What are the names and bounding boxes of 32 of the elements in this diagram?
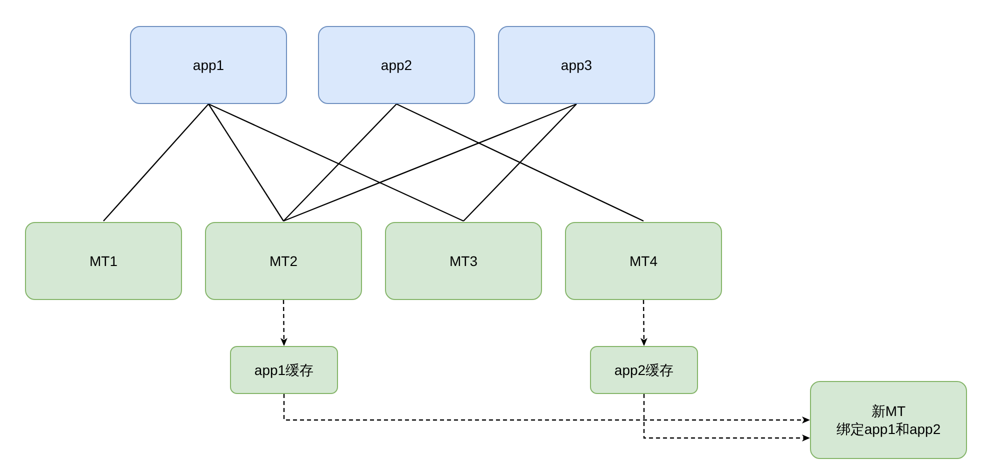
app-box xyxy=(498,26,655,104)
node-label: MT3 xyxy=(450,252,478,270)
node-label: app1 xyxy=(192,56,224,74)
module-box xyxy=(565,222,722,300)
connector-line xyxy=(208,104,284,222)
connector-line xyxy=(103,104,209,222)
cache-box xyxy=(590,346,698,394)
arrow xyxy=(643,394,810,442)
arrow xyxy=(283,394,810,424)
app-box xyxy=(130,26,287,104)
connector-line xyxy=(463,104,577,222)
node-label: 新MT xyxy=(871,402,906,420)
arrow xyxy=(280,300,288,346)
module-box xyxy=(205,222,362,300)
connector-line xyxy=(283,104,397,222)
cache-box xyxy=(230,346,338,394)
module-box xyxy=(25,222,182,300)
app-box xyxy=(318,26,475,104)
node-label: 绑定app1和app2 xyxy=(836,420,941,438)
connector-line xyxy=(396,103,644,222)
node-label: app2 xyxy=(380,56,412,74)
node-label: MT2 xyxy=(270,252,298,270)
module-box xyxy=(385,222,542,300)
node-label: app1缓存 xyxy=(254,361,314,379)
module-box xyxy=(810,381,967,459)
arrow xyxy=(640,300,648,346)
node-label: MT4 xyxy=(630,252,658,270)
node-label: MT1 xyxy=(90,252,118,270)
connector-line xyxy=(283,103,577,222)
node-label: app3 xyxy=(560,56,592,74)
node-label: app2缓存 xyxy=(614,361,674,379)
connector-line xyxy=(208,103,464,222)
